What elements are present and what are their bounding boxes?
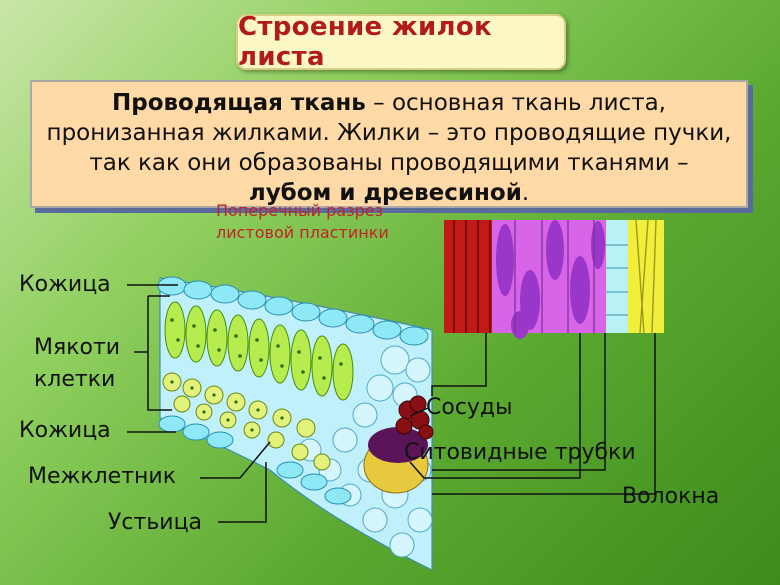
leader-lines (127, 284, 656, 523)
info-box: Проводящая ткань – основная ткань листа,… (30, 80, 748, 208)
label-intercellular: Межклетник (28, 464, 177, 489)
label-stomata: Устьица (108, 510, 203, 535)
label-mesophyll-line2: клетки (34, 367, 116, 392)
label-epidermis-top: Кожица (19, 272, 111, 297)
section-label: Поперечный разрез листовой пластинки (216, 200, 389, 244)
label-fibers: Волокна (622, 484, 720, 509)
title-box: Строение жилок листа (236, 12, 566, 72)
label-sieve-tubes: Ситовидные трубки (404, 440, 636, 465)
info-end: . (521, 180, 530, 206)
label-mesophyll-line1: Мякоти (34, 335, 121, 360)
page-title: Строение жилок листа (238, 12, 492, 72)
section-label-line1: Поперечный разрез (216, 201, 384, 220)
label-mesophyll: Мякоти клетки (34, 332, 120, 396)
info-text: – основная ткань листа, пронизанная жилк… (46, 90, 732, 176)
section-label-line2: листовой пластинки (216, 223, 389, 242)
info-term: Проводящая ткань (111, 90, 366, 116)
label-vessels: Сосуды (426, 395, 513, 420)
leaf-cross-section (157, 276, 434, 571)
info-bold-end: лубом и древесиной (248, 180, 522, 206)
longitudinal-section (444, 219, 664, 339)
label-epidermis-bottom: Кожица (19, 418, 111, 443)
